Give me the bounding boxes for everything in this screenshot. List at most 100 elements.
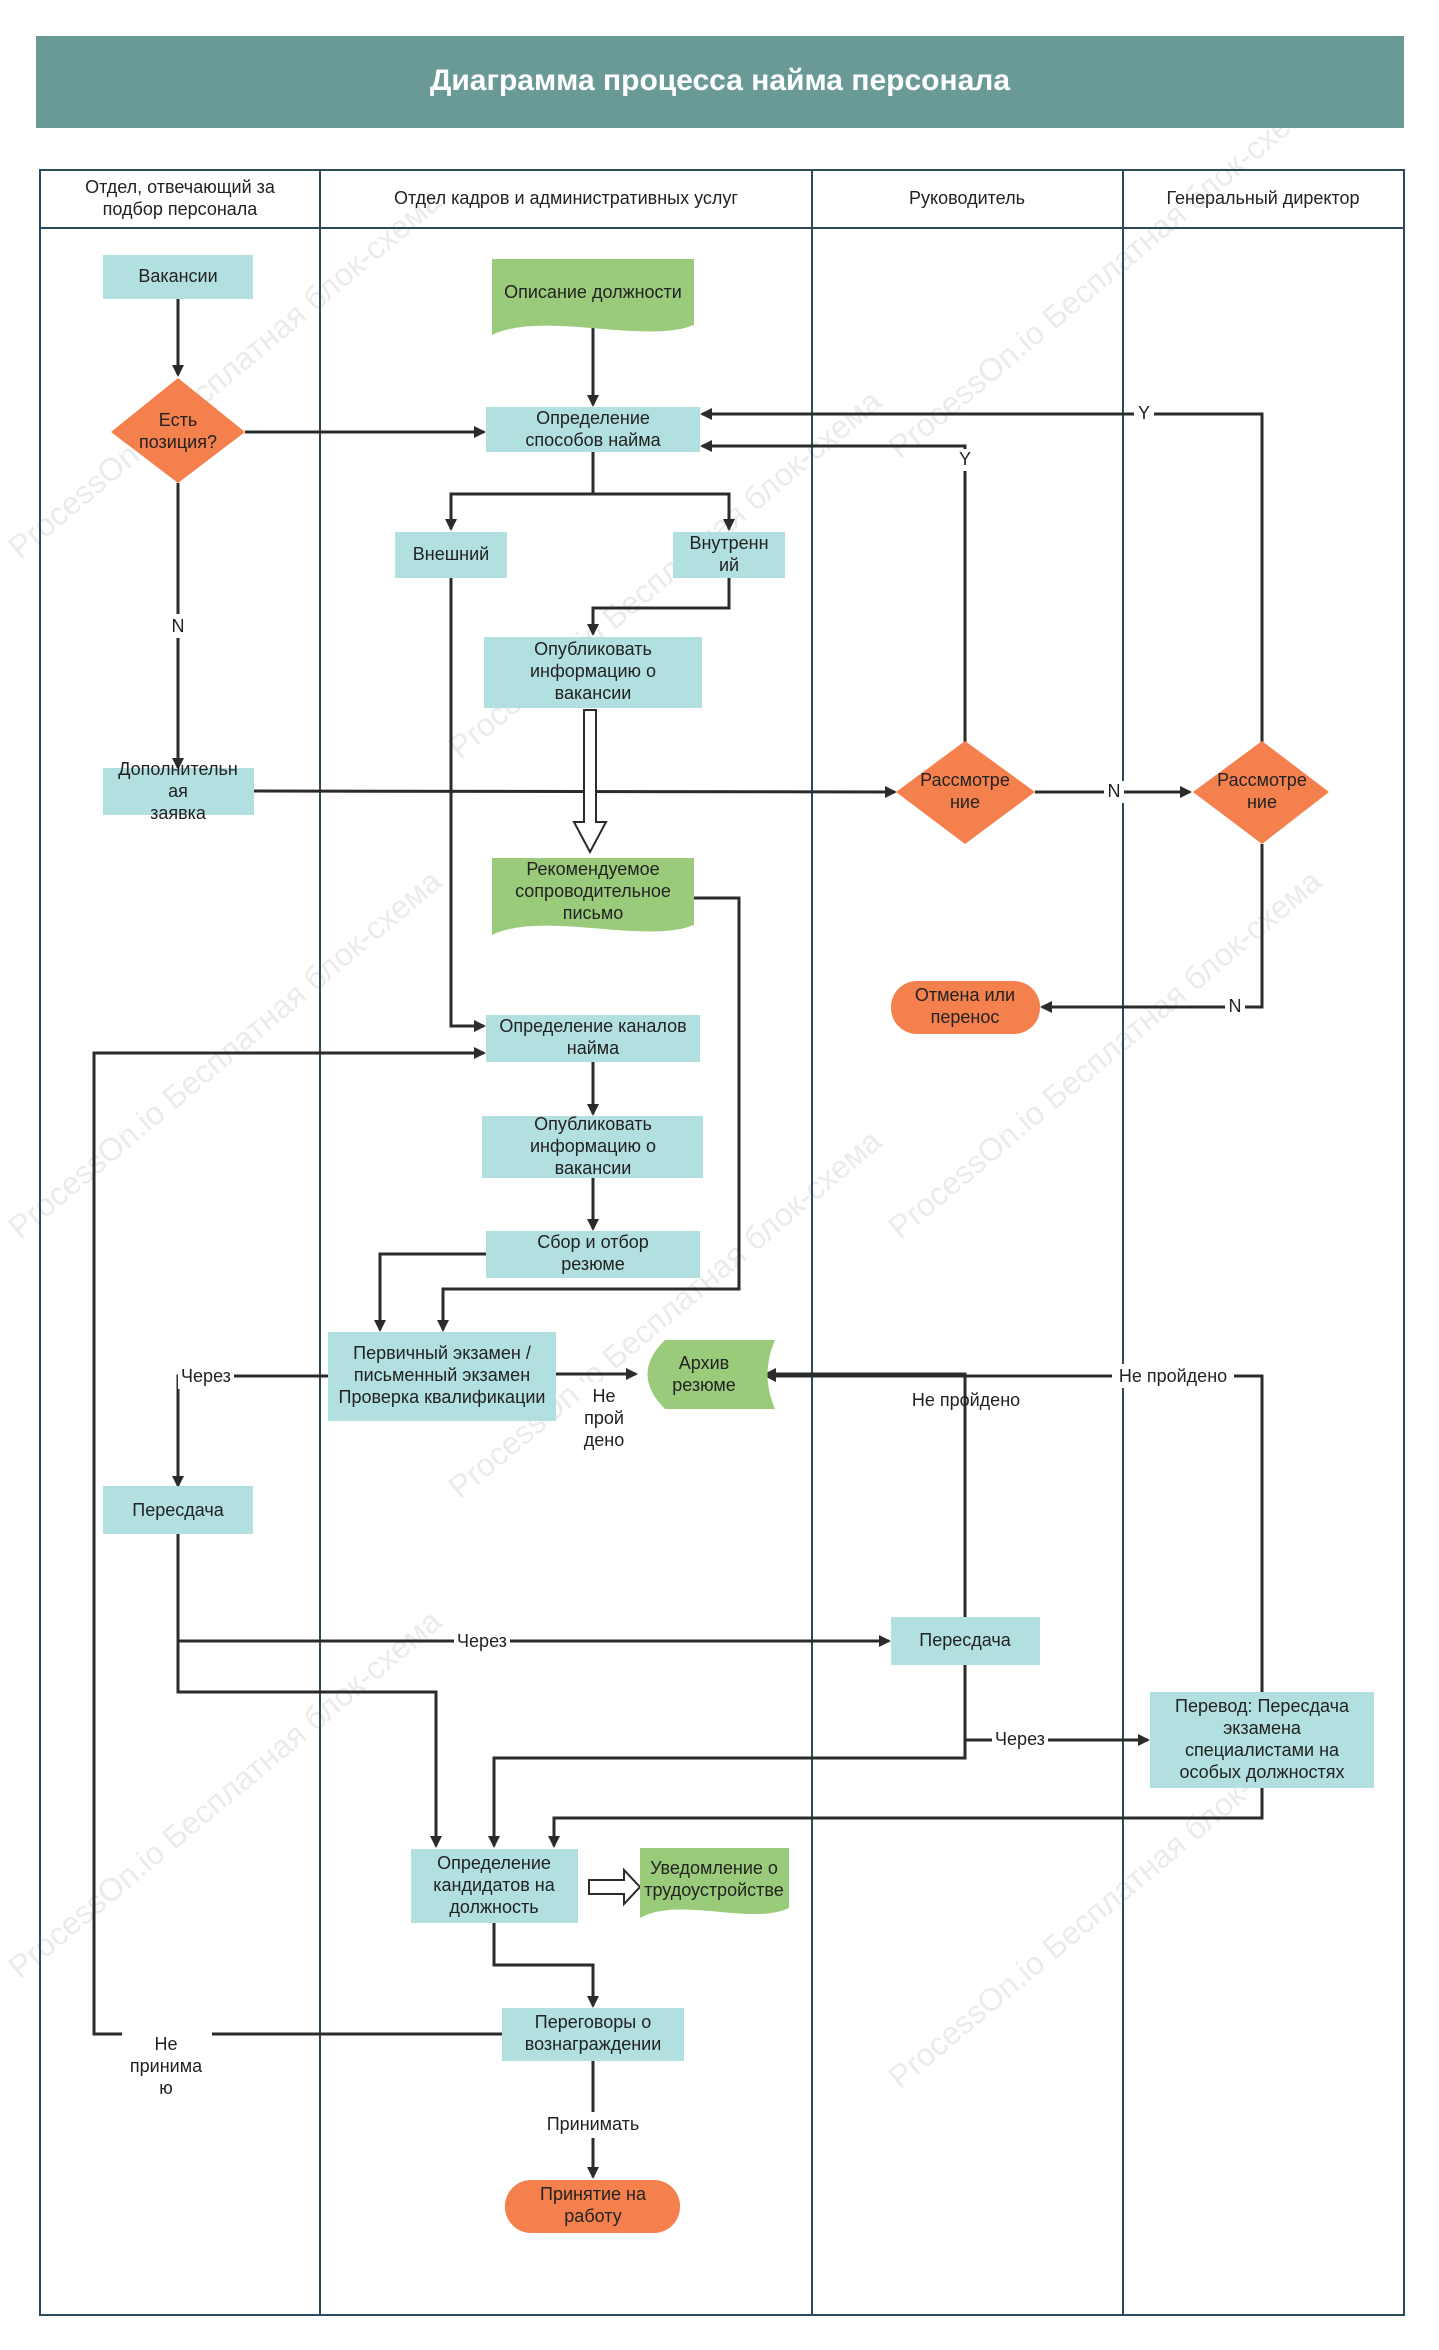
lane-label: Отдел кадров и административных услуг (394, 188, 738, 208)
edge-negotiation-reject (92, 1047, 502, 2036)
edge-external-to-channels (449, 578, 486, 1032)
edge-manager-to-candidates (488, 1740, 967, 1848)
lane-header-manager: Руководитель (909, 188, 1025, 208)
edge-label-y: Y (1138, 403, 1150, 423)
edge-label-pass: Через (457, 1631, 507, 1651)
node-label: Пересдача (919, 1630, 1011, 1650)
edge-manager-fail (764, 1368, 967, 1617)
title-bar (36, 36, 1404, 128)
edge-director-no (1040, 844, 1264, 1013)
edge-director-yes (700, 408, 1264, 742)
edge-label-n: N (172, 616, 185, 636)
watermarks: ProcessOn.io Бесплатная блок-схема Proce… (1, 82, 1328, 2095)
edge-label-n: N (1108, 781, 1121, 801)
edge-label-n: N (1229, 996, 1242, 1016)
node-label: Пересдача (132, 1500, 224, 1520)
lane-frame (39, 169, 1405, 2316)
edge-letter-to-exam (437, 896, 741, 1332)
node-label: Описание должности (504, 282, 682, 302)
edge-methods-to-internal (593, 492, 735, 531)
node-label: Вакансии (138, 266, 217, 286)
edge-label-accept: Принимать (547, 2114, 640, 2134)
edge-collect-to-exam (374, 1252, 486, 1332)
edge-transfer-fail (764, 1370, 1264, 1692)
edge-transfer-to-candidates (548, 1788, 1264, 1848)
edges (92, 299, 1264, 2179)
edge-candidates-to-negotiation (492, 1923, 599, 2008)
lane-label: Генеральный директор (1166, 188, 1359, 208)
lane-header-director: Генеральный директор (1166, 188, 1359, 208)
lane-header-hr: Отдел кадров и административных услуг (394, 188, 738, 208)
edge-internal-to-publish (587, 578, 731, 636)
edge-label-fail: Не пройдено (1119, 1366, 1227, 1386)
edge-request-to-review (253, 785, 897, 798)
diagram-title: Диаграмма процесса найма персонала (430, 64, 1010, 97)
document-job-description: Описание должности (492, 259, 694, 335)
node-vacancies: Вакансии (103, 255, 253, 299)
edge-label-pass: Через (181, 1366, 231, 1386)
edge-candidates-to-notice (588, 1867, 642, 1907)
edge-label-pass: Через (995, 1729, 1045, 1749)
edge-review-yes (700, 440, 967, 742)
lane-label: Руководитель (909, 188, 1025, 208)
node-retake-1: Пересдача (103, 1486, 253, 1534)
edge-retake-to-manager (176, 1534, 891, 1647)
edge-exam-pass-to-retake (172, 1374, 328, 1488)
edge-retake-to-candidates (176, 1641, 442, 1848)
watermark-text: ProcessOn.io Бесплатная блок-схема (441, 1122, 888, 1505)
edge-methods-to-external (445, 452, 595, 531)
watermark-text: ProcessOn.io Бесплатная блок-схема (1, 182, 448, 565)
edge-label-y: Y (959, 449, 971, 469)
watermark-text: ProcessOn.io Бесплатная блок-схема (1, 1602, 448, 1985)
node-retake-2: Пересдача (891, 1617, 1040, 1665)
node-label: Внешний (413, 544, 489, 564)
